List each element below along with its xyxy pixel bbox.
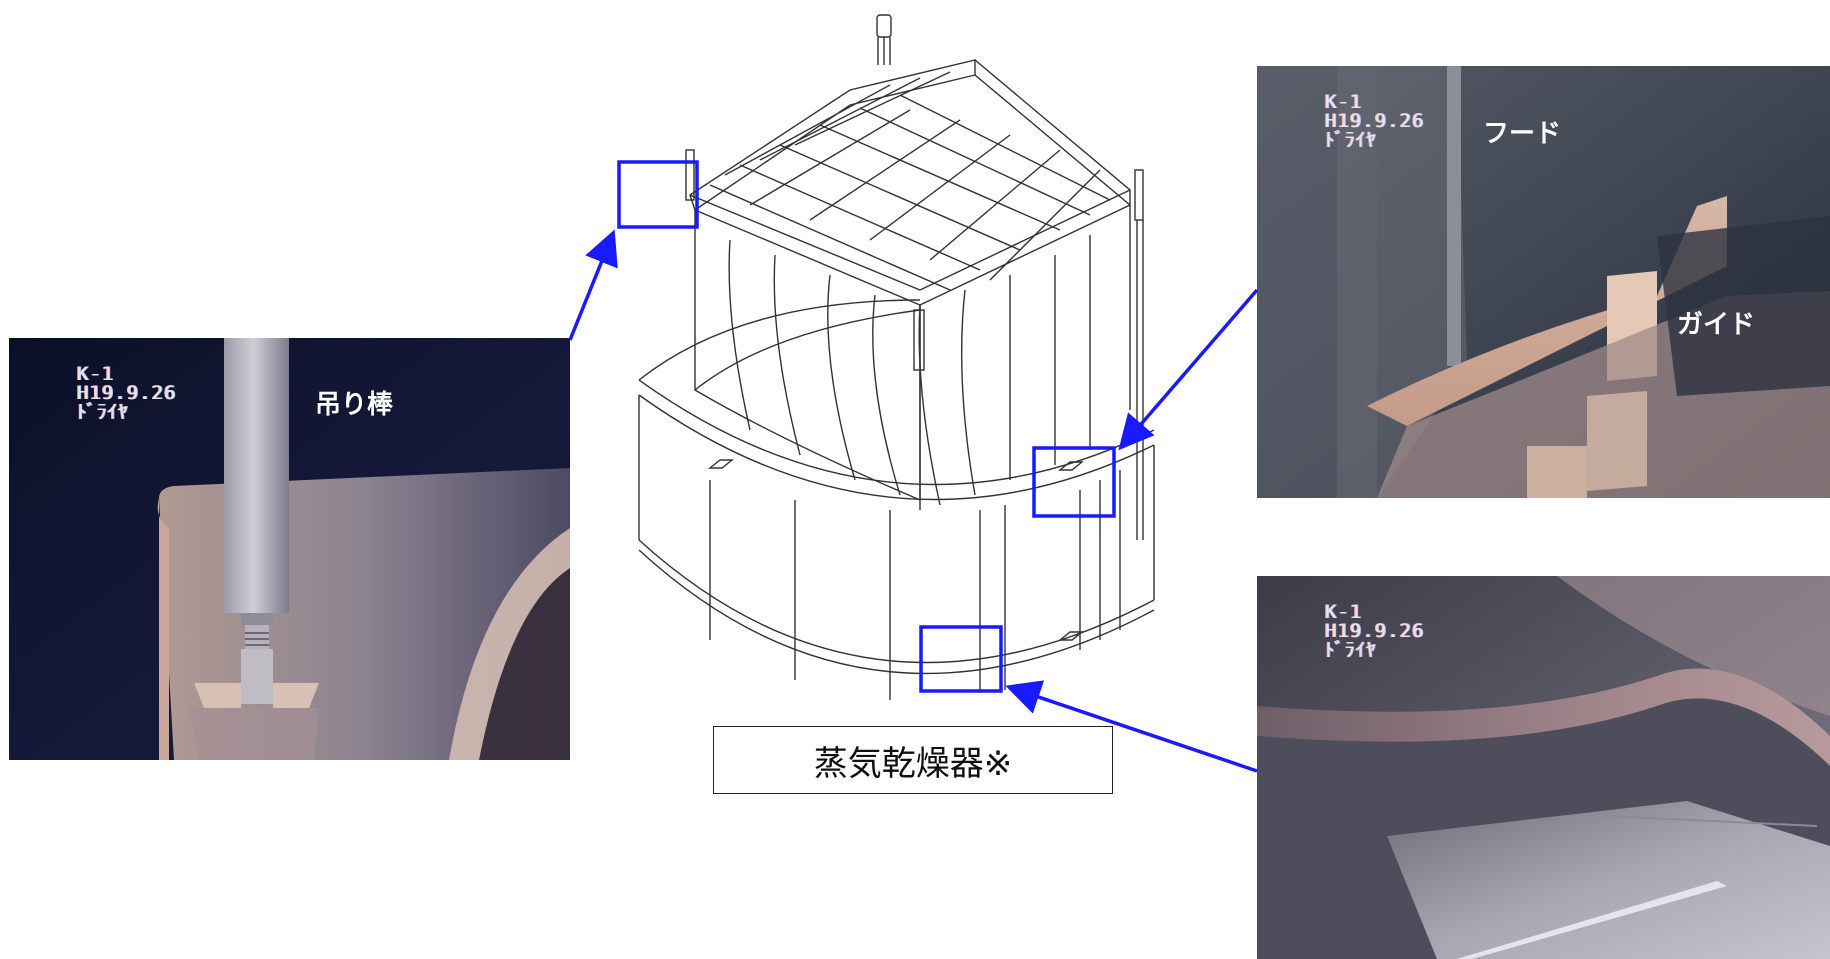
photo-skirt: K-1 H19.9.26 ﾄﾞﾗｲﾔ [1257, 576, 1830, 959]
hood-guide-osd: K-1 H19.9.26 ﾄﾞﾗｲﾔ [1325, 93, 1425, 150]
guide-label: ガイド [1677, 310, 1756, 340]
osd-camera-id: K-1 [77, 363, 115, 385]
lifting-rod-osd: K-1 H19.9.26 ﾄﾞﾗｲﾔ [77, 365, 177, 422]
callout-arrow-lifting-rod [568, 229, 618, 341]
hood-guide-photo-image [1257, 66, 1830, 498]
osd-camera-id: K-1 [1325, 91, 1363, 113]
osd-location: ﾄﾞﾗｲﾔ [1325, 129, 1377, 151]
osd-date: H19.9.26 [77, 382, 177, 404]
osd-location: ﾄﾞﾗｲﾔ [77, 401, 129, 423]
osd-date: H19.9.26 [1325, 620, 1425, 642]
photo-lifting-rod: K-1 H19.9.26 ﾄﾞﾗｲﾔ 吊り棒 [9, 338, 570, 760]
osd-date: H19.9.26 [1325, 110, 1425, 132]
diagram-caption-text: 蒸気乾燥器※ [813, 743, 1013, 784]
diagram-caption: 蒸気乾燥器※ [713, 726, 1113, 794]
skirt-osd: K-1 H19.9.26 ﾄﾞﾗｲﾔ [1325, 603, 1425, 660]
lifting-rod-photo-image [9, 338, 570, 760]
osd-location: ﾄﾞﾗｲﾔ [1325, 639, 1377, 661]
skirt-photo-image [1257, 576, 1830, 959]
osd-camera-id: K-1 [1325, 601, 1363, 623]
lifting-rod-label: 吊り棒 [315, 390, 394, 420]
photo-hood-guide: K-1 H19.9.26 ﾄﾞﾗｲﾔ フード ガイド [1257, 66, 1830, 498]
steam-dryer-drawing [638, 14, 1155, 700]
hood-label: フード [1483, 119, 1562, 149]
